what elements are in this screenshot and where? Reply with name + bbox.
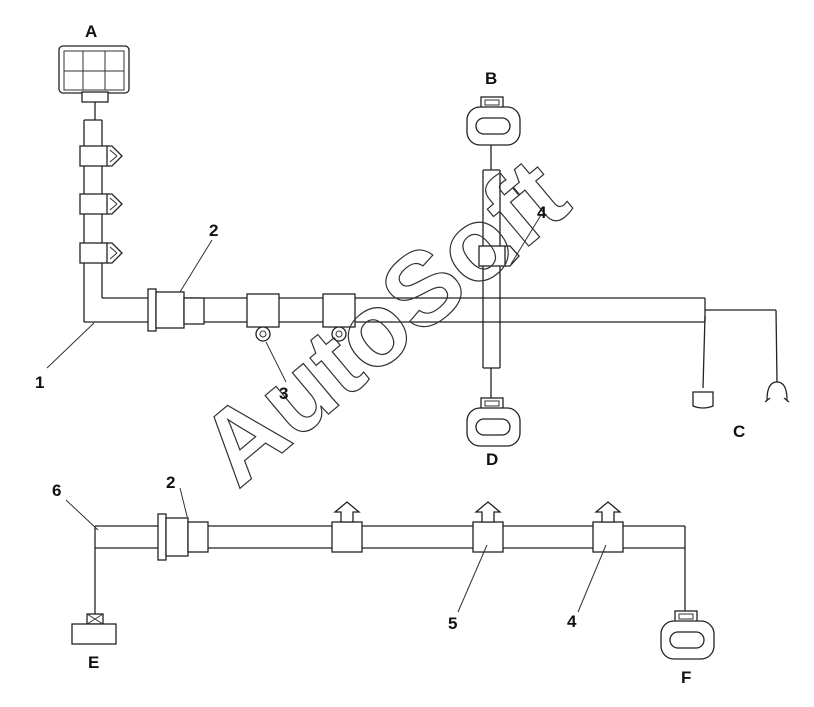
label-6: 6 — [52, 481, 61, 500]
label-4-bottom: 4 — [567, 612, 577, 631]
trunk-clip-3 — [79, 242, 123, 264]
clamp-3a — [246, 293, 280, 342]
leader-lines-bottom — [65, 487, 607, 613]
bottom-clip-5 — [472, 501, 504, 553]
clamp-3b — [322, 293, 356, 342]
bottom-harness — [65, 487, 715, 660]
label-f: F — [681, 668, 691, 687]
grommet-2-top — [147, 288, 205, 332]
label-c: C — [733, 422, 745, 441]
connector-d — [466, 368, 521, 447]
connector-b — [466, 96, 521, 170]
trunk-clip-2 — [79, 193, 123, 215]
label-d: D — [486, 450, 498, 469]
leader-lines-top — [46, 214, 542, 383]
vertical-trunk — [79, 119, 123, 322]
bottom-clip-1 — [331, 501, 363, 553]
top-harness — [46, 45, 790, 447]
trunk-clip-1 — [79, 145, 123, 167]
connector-e — [71, 548, 117, 645]
cross-harness — [466, 96, 521, 447]
label-1: 1 — [35, 373, 44, 392]
branch-c — [692, 309, 790, 409]
label-b: B — [485, 69, 497, 88]
connector-f — [660, 548, 715, 660]
main-harness — [84, 288, 790, 409]
label-5: 5 — [448, 614, 457, 633]
label-2-top: 2 — [209, 221, 218, 240]
bottom-clip-4 — [592, 501, 624, 553]
label-4-top: 4 — [537, 203, 547, 222]
label-a: A — [85, 22, 97, 41]
callout-labels: A B C D E F 1 2 3 4 6 2 5 4 — [35, 22, 745, 687]
cross-clip-4 — [478, 245, 520, 267]
label-2-bottom: 2 — [166, 473, 175, 492]
connector-a — [58, 45, 130, 120]
label-e: E — [88, 653, 99, 672]
label-3: 3 — [279, 384, 288, 403]
grommet-2-bottom — [157, 513, 209, 561]
